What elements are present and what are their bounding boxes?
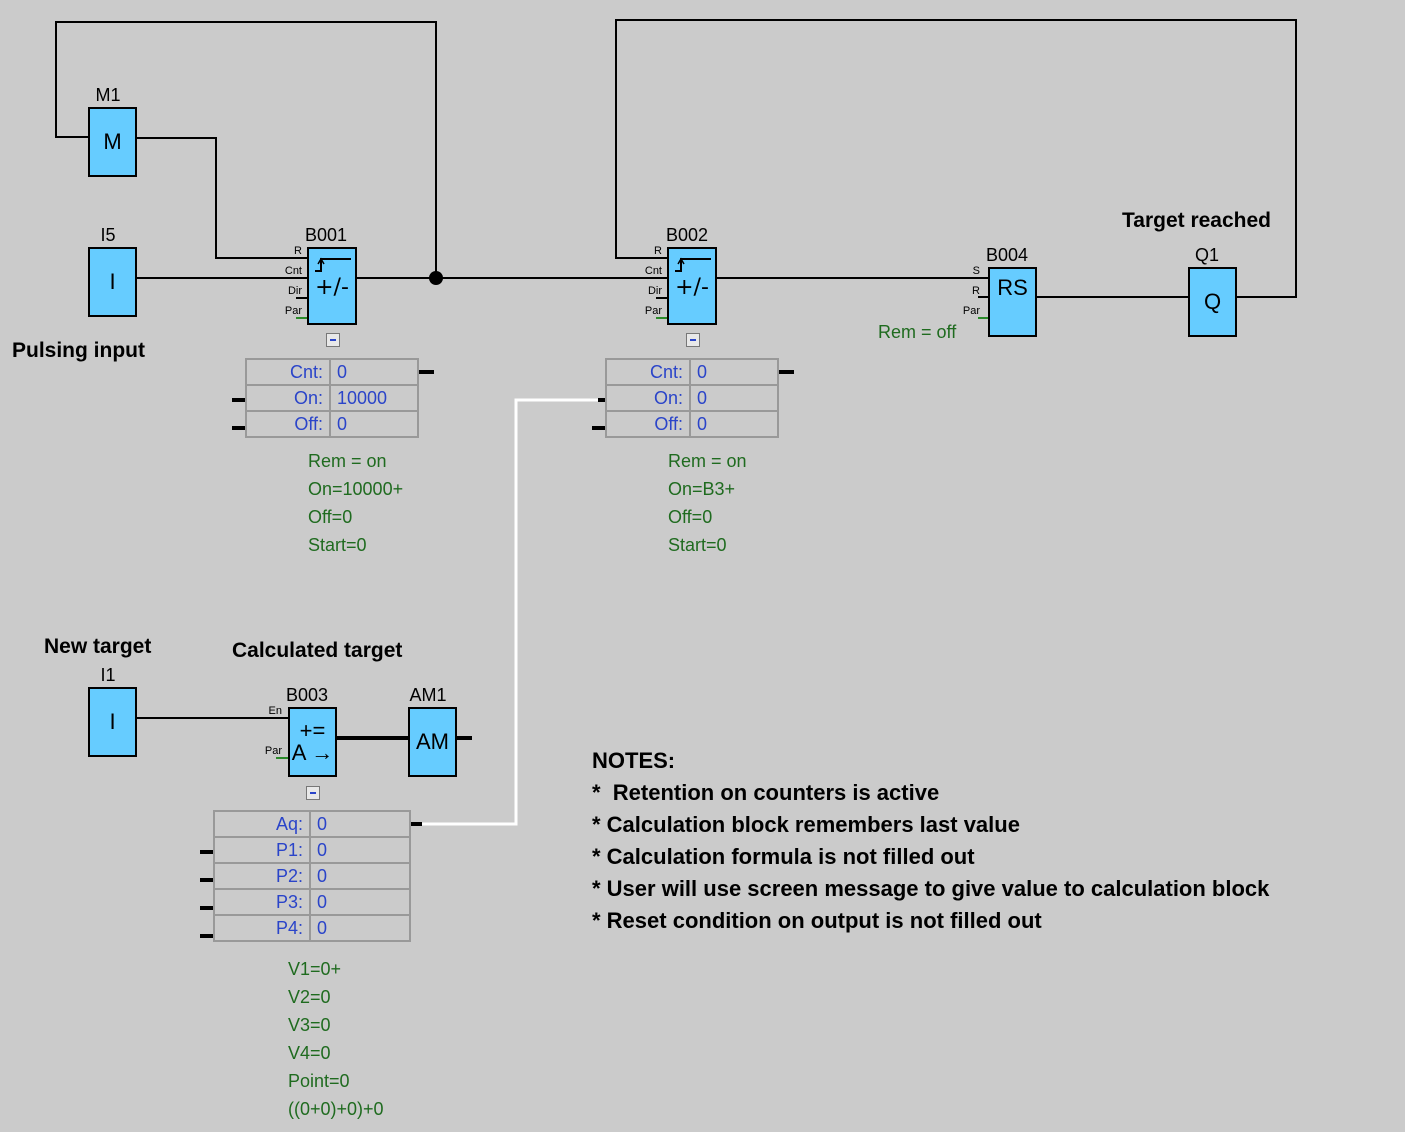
param-table-b002: Cnt:0 On:0 Off:0 — [605, 358, 779, 438]
note-item: * User will use screen message to give v… — [592, 876, 1270, 901]
block-symbol: M — [103, 129, 122, 154]
block-name-b002: B002 — [665, 225, 709, 245]
param-table-b001: Cnt:0 On:10000 Off:0 — [245, 358, 419, 438]
b004-note-rem: Rem = off — [878, 322, 957, 342]
b002-note-off: Off=0 — [668, 507, 713, 527]
block-name-am1: AM1 — [409, 685, 447, 705]
block-am1[interactable]: AM — [408, 707, 457, 777]
block-i1[interactable]: I — [88, 687, 137, 757]
b001-note-off: Off=0 — [308, 507, 353, 527]
block-m1[interactable]: M — [88, 107, 137, 177]
svg-text:+/-: +/- — [675, 275, 709, 300]
pin-r: R — [294, 245, 302, 257]
wire-m1-loop[interactable] — [55, 21, 437, 278]
pin-par: Par — [644, 305, 662, 317]
block-b004-rs[interactable]: RS — [988, 267, 1037, 337]
pin-dir: Dir — [287, 285, 302, 297]
block-symbol: I — [109, 709, 116, 734]
b002-note-rem: Rem = on — [668, 451, 747, 471]
collapse-toggle-b003[interactable] — [306, 786, 320, 800]
block-b002-counter[interactable]: +/- — [667, 247, 717, 325]
b001-note-on: On=10000+ — [308, 479, 404, 499]
block-name-b004: B004 — [985, 245, 1029, 265]
collapse-toggle-b001[interactable] — [326, 333, 340, 347]
label-target-reached: Target reached — [1122, 209, 1271, 232]
pin-s: S — [972, 265, 980, 277]
block-symbol: Q — [1203, 289, 1222, 314]
b003-note-point: Point=0 — [288, 1071, 350, 1091]
block-q1[interactable]: Q — [1188, 267, 1237, 337]
pin-r: R — [972, 285, 980, 297]
wire-b003-aq-b002-on[interactable] — [422, 398, 598, 826]
b003-note-formula: ((0+0)+0)+0 — [288, 1099, 384, 1119]
b003-note-v1: V1=0+ — [288, 959, 342, 979]
b002-note-on: On=B3+ — [668, 479, 736, 499]
svg-text:+/-: +/- — [315, 275, 349, 300]
pin-cnt: Cnt — [644, 265, 662, 277]
block-symbol: AM — [416, 729, 449, 754]
block-name-i5: I5 — [100, 225, 116, 245]
pin-par: Par — [962, 305, 980, 317]
collapse-toggle-b002[interactable] — [686, 333, 700, 347]
block-symbol: RS — [997, 275, 1028, 300]
block-symbol: I — [109, 269, 116, 294]
note-item: * Calculation block remembers last value — [592, 812, 1020, 837]
note-item: * Calculation formula is not filled out — [592, 844, 975, 869]
block-name-q1: Q1 — [1194, 245, 1219, 265]
pin-dir: Dir — [647, 285, 662, 297]
math-output-icon: A → — [291, 740, 334, 765]
math-plus-equals-icon: += — [299, 718, 326, 743]
wire-q1-b002-r[interactable] — [615, 19, 1297, 298]
note-item: * Retention on counters is active — [592, 780, 940, 805]
block-b003-math[interactable]: += A → — [288, 707, 337, 777]
param-table-b003: Aq:0 P1:0 P2:0 P3:0 P4:0 — [213, 810, 411, 942]
b002-note-start: Start=0 — [668, 535, 727, 555]
b003-note-v2: V2=0 — [288, 987, 331, 1007]
notes-panel: NOTES: * Retention on counters is active… — [592, 745, 1269, 937]
updown-counter-icon: +/- — [675, 257, 711, 300]
label-pulsing-input: Pulsing input — [12, 339, 145, 362]
block-name-i1: I1 — [100, 665, 116, 685]
b003-note-v3: V3=0 — [288, 1015, 331, 1035]
block-name-m1: M1 — [95, 85, 121, 105]
wire-m1-b001-r[interactable] — [136, 137, 307, 259]
updown-counter-icon: +/- — [315, 257, 351, 300]
pin-r: R — [654, 245, 662, 257]
block-b001-counter[interactable]: +/- — [307, 247, 357, 325]
block-name-b003: B003 — [285, 685, 329, 705]
pin-en: En — [268, 705, 282, 717]
b003-note-v4: V4=0 — [288, 1043, 331, 1063]
junction-node — [429, 271, 443, 285]
block-name-b001: B001 — [304, 225, 348, 245]
notes-title: NOTES: — [592, 748, 676, 773]
label-new-target: New target — [44, 635, 152, 658]
note-item: * Reset condition on output is not fille… — [592, 908, 1042, 933]
pin-par: Par — [284, 305, 302, 317]
b001-note-start: Start=0 — [308, 535, 367, 555]
pin-cnt: Cnt — [284, 265, 302, 277]
b001-note-rem: Rem = on — [308, 451, 387, 471]
pin-par: Par — [264, 745, 282, 757]
block-i5[interactable]: I — [88, 247, 137, 317]
label-calculated-target: Calculated target — [232, 639, 403, 662]
